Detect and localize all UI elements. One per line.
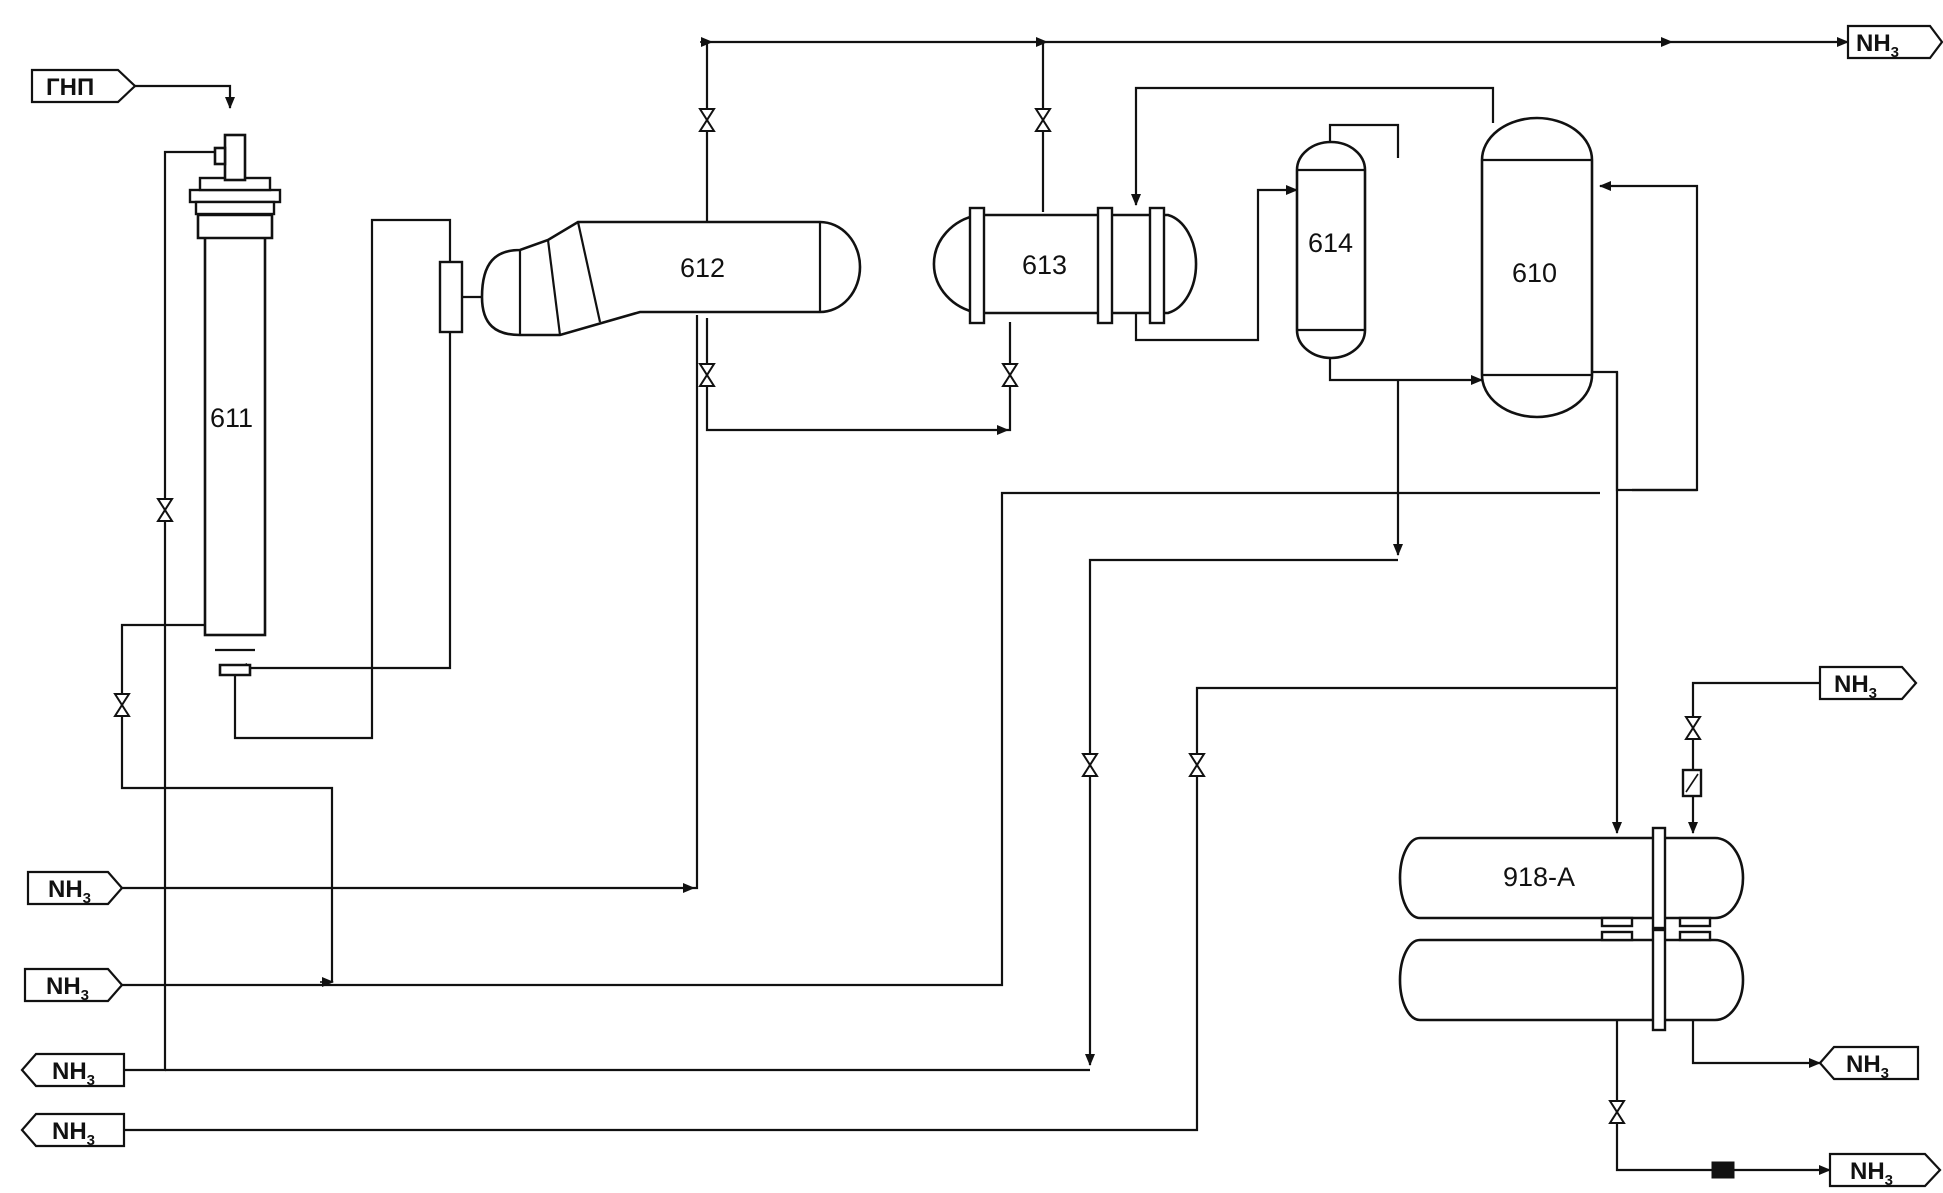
line-611-top-loop (122, 150, 215, 1072)
tag-nh3-in-2-sub: 3 (81, 987, 89, 1004)
tag-nh3-top-out[interactable]: NH3 (1846, 24, 1943, 61)
svg-text:NH3: NH3 (52, 1058, 95, 1089)
valve-918a-outlet[interactable] (1609, 1100, 1625, 1124)
equipment-614[interactable]: 614 (1295, 140, 1367, 360)
line-918a-bottom-out (1615, 1000, 1831, 1175)
equipment-918a[interactable]: 918-A (1398, 826, 1745, 1032)
stream-tags: ГНП NH3 NH3 NH3 NH3 NH3 NH (20, 24, 1943, 1189)
line-top-header (705, 37, 1849, 228)
tag-gnp-in[interactable]: ГНП (30, 68, 137, 104)
equipment-611[interactable]: 611 (188, 133, 282, 695)
svg-text:NH3: NH3 (1834, 671, 1877, 702)
tag-nh3-918a-in[interactable]: NH3 (1818, 665, 1918, 702)
tag-nh3-out-1-text: NH (52, 1058, 87, 1085)
equipment-610-label: 610 (1512, 258, 1557, 288)
valve-branch-1[interactable] (1082, 753, 1098, 777)
tag-nh3-out-2-sub: 3 (87, 1132, 95, 1149)
equipment-612[interactable]: 612 (438, 220, 862, 337)
tag-nh3-in-1[interactable]: NH3 (26, 870, 124, 907)
tag-nh3-out-1-sub: 3 (87, 1072, 95, 1089)
equipment-613-label: 613 (1022, 250, 1067, 280)
equipment-614-label: 614 (1308, 228, 1353, 258)
svg-text:NH3: NH3 (48, 876, 91, 907)
tag-gnp-in-text: ГНП (46, 74, 94, 101)
equipment-918a-label: 918-A (1503, 862, 1575, 892)
tag-nh3-918a-out-text: NH (1846, 1051, 1881, 1078)
tag-nh3-bottom-out-text: NH (1850, 1158, 1885, 1185)
tag-nh3-918a-in-text: NH (1834, 671, 1869, 698)
line-610-branch (122, 686, 1617, 1132)
valves (114, 108, 1735, 1179)
line-nh3-in1 (122, 315, 699, 890)
line-gnp-feed (135, 84, 235, 109)
tag-nh3-918a-out[interactable]: NH3 (1818, 1045, 1920, 1082)
line-610-recycle (1593, 181, 1699, 492)
equipment-612-label: 612 (680, 253, 725, 283)
svg-text:NH3: NH3 (52, 1118, 95, 1149)
valve-613-top[interactable] (1035, 108, 1051, 132)
tag-nh3-in-2-text: NH (46, 973, 81, 1000)
line-613-to-614 (1134, 185, 1298, 342)
piping (120, 37, 1849, 1175)
svg-text:NH3: NH3 (1856, 30, 1899, 61)
line-610-to-613 (1131, 86, 1495, 206)
equipment-611-label: 611 (210, 403, 253, 433)
equipment-613[interactable]: 613 (932, 206, 1198, 325)
tag-nh3-in-2[interactable]: NH3 (23, 967, 124, 1004)
valve-918a-inlet[interactable] (1685, 716, 1701, 740)
tag-nh3-918a-out-sub: 3 (1881, 1065, 1889, 1082)
tag-nh3-out-2[interactable]: NH3 (20, 1112, 126, 1149)
line-611-bottom-loop (120, 623, 334, 982)
tag-nh3-in-1-sub: 3 (83, 890, 91, 907)
line-614-down-branch (1085, 558, 1398, 1066)
valve-613-bottom[interactable] (1002, 363, 1018, 387)
tag-nh3-in-1-text: NH (48, 876, 83, 903)
tag-nh3-bottom-out-sub: 3 (1885, 1172, 1893, 1189)
svg-text:NH3: NH3 (46, 973, 89, 1004)
svg-text:NH3: NH3 (1850, 1158, 1893, 1189)
valve-612-top[interactable] (699, 108, 715, 132)
tag-nh3-top-out-sub: 3 (1891, 44, 1899, 61)
valve-611-bottom[interactable] (114, 693, 130, 717)
svg-text:NH3: NH3 (1846, 1051, 1889, 1082)
line-611-pump-loop (233, 218, 452, 740)
tag-nh3-out-2-text: NH (52, 1118, 87, 1145)
valve-branch-2[interactable] (1189, 753, 1205, 777)
instrument-918a-outlet[interactable] (1711, 1161, 1735, 1179)
valve-612-bottom[interactable] (699, 363, 715, 387)
tag-nh3-918a-in-sub: 3 (1869, 685, 1877, 702)
line-610-to-nh3-in2 (122, 491, 1600, 987)
tag-nh3-out-1[interactable]: NH3 (20, 1052, 126, 1089)
tag-nh3-bottom-out[interactable]: NH3 (1828, 1152, 1942, 1189)
tag-nh3-top-out-text: NH (1856, 30, 1891, 57)
line-612-to-613-bottom (705, 318, 1012, 432)
valve-611-recycle[interactable] (157, 498, 173, 522)
line-918a-nh3-in (1688, 681, 1820, 834)
equipment-610[interactable]: 610 (1480, 116, 1594, 419)
